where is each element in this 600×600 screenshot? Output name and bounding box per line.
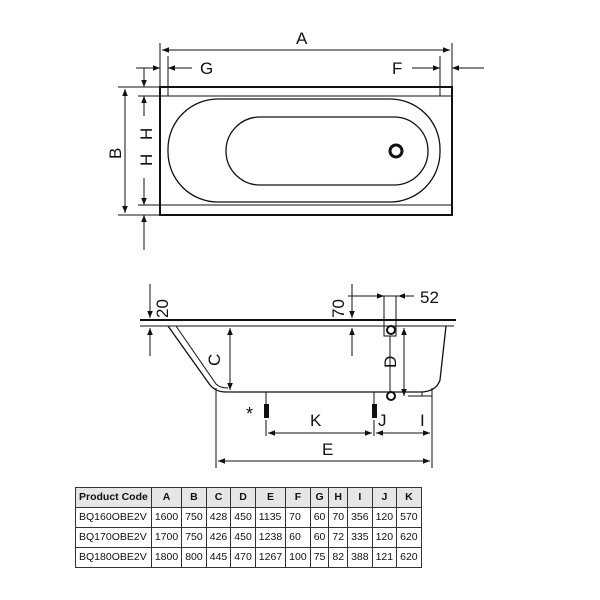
cell-F: 60 [285, 527, 311, 548]
cell-H: 72 [328, 527, 349, 548]
cell-B: 750 [181, 507, 207, 528]
outlet-icon [386, 391, 396, 401]
cell-product-code: BQ160OBE2V [75, 507, 152, 528]
cell-H: 70 [328, 507, 349, 528]
side-view: 20 70 52 C D * K J I [140, 284, 456, 468]
header-J: J [371, 487, 398, 508]
dimension-table: Product Code A B C D E F G H I J K BQ160… [75, 487, 422, 568]
cell-G: 60 [309, 527, 330, 548]
tub-inner-basin [167, 98, 441, 203]
support-foot-right [372, 404, 377, 418]
asterisk-note: * [246, 404, 253, 424]
waste-icon [386, 325, 396, 335]
dim-label-H-top: H [137, 128, 156, 140]
top-view: A G F B H H [106, 29, 484, 250]
header-K: K [396, 487, 422, 508]
cell-B: 800 [181, 547, 207, 568]
support-foot-left [264, 404, 269, 418]
dim-label-A: A [296, 29, 308, 48]
dim-label-I: I [420, 411, 425, 430]
dim-label-D: D [381, 356, 400, 368]
cell-A: 1700 [150, 527, 183, 548]
cell-D: 450 [230, 507, 256, 528]
cell-E: 1238 [254, 527, 287, 548]
header-I: I [347, 487, 373, 508]
header-D: D [230, 487, 256, 508]
dim-label-H-bottom: H [137, 154, 156, 166]
dim-label-70: 70 [329, 299, 348, 318]
bathtub-technical-drawing: A G F B H H [106, 29, 484, 468]
dim-label-52: 52 [420, 288, 439, 307]
tub-outer-rim [159, 86, 453, 216]
cell-C: 426 [205, 527, 232, 548]
cell-F: 70 [285, 507, 311, 528]
cell-I: 335 [347, 527, 373, 548]
cell-A: 1600 [150, 507, 183, 528]
header-A: A [150, 487, 183, 508]
tub-side-profile [167, 325, 447, 393]
cell-product-code: BQ180OBE2V [75, 547, 152, 568]
cell-K: 620 [396, 527, 422, 548]
table-header-row: Product Code A B C D E F G H I J K [75, 487, 422, 508]
table-row: BQ160OBE2V 1600 750 428 450 1135 70 60 7… [75, 507, 422, 528]
cell-H: 82 [328, 547, 349, 568]
cell-D: 470 [230, 547, 256, 568]
cell-K: 620 [396, 547, 422, 568]
cell-E: 1135 [254, 507, 287, 528]
cell-I: 356 [347, 507, 373, 528]
cell-B: 750 [181, 527, 207, 548]
cell-I: 388 [347, 547, 373, 568]
cell-G: 60 [309, 507, 330, 528]
header-C: C [205, 487, 232, 508]
dim-label-B: B [106, 148, 125, 159]
cell-F: 100 [285, 547, 311, 568]
tub-bottom-outline [225, 116, 429, 186]
table-row: BQ170OBE2V 1700 750 426 450 1238 60 60 7… [75, 527, 422, 548]
cell-D: 450 [230, 527, 256, 548]
drain-icon [388, 143, 404, 159]
cell-J: 121 [371, 547, 398, 568]
header-B: B [181, 487, 207, 508]
cell-product-code: BQ170OBE2V [75, 527, 152, 548]
cell-C: 445 [205, 547, 232, 568]
dim-label-G: G [200, 59, 213, 78]
cell-K: 570 [396, 507, 422, 528]
dim-label-J: J [378, 411, 387, 430]
dim-label-K: K [310, 411, 322, 430]
dim-label-20: 20 [153, 299, 172, 318]
dim-label-E: E [322, 440, 333, 459]
cell-J: 120 [371, 507, 398, 528]
dim-label-F: F [392, 59, 402, 78]
header-H: H [328, 487, 349, 508]
header-G: G [309, 487, 330, 508]
header-F: F [285, 487, 311, 508]
cell-J: 120 [371, 527, 398, 548]
cell-C: 428 [205, 507, 232, 528]
table-row: BQ180OBE2V 1800 800 445 470 1267 100 75 … [75, 547, 422, 568]
cell-A: 1800 [150, 547, 183, 568]
dim-label-C: C [205, 354, 224, 366]
cell-E: 1267 [254, 547, 287, 568]
header-E: E [254, 487, 287, 508]
cell-G: 75 [309, 547, 330, 568]
header-product-code: Product Code [75, 487, 152, 508]
